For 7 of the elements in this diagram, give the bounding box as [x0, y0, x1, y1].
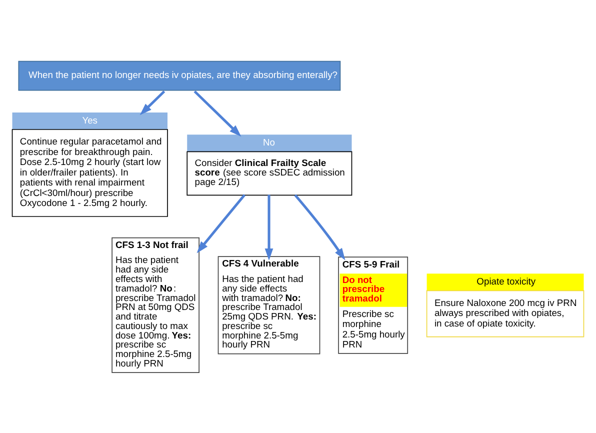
- node-box: CFS 4 Vulnerable Has the patient had any side effects with tramadol? No: prescribe Tramadol 25mg QDS PRN. Yes: prescribe sc morphine 2.5-5mg hourly PRN: [218, 256, 320, 354]
- arrow: [196, 194, 246, 254]
- arrow: [194, 90, 242, 137]
- arrow: [294, 194, 346, 260]
- node-box: CFS 1-3 Not frail Has the patient had any side effects with tramadol? No: prescribe Tramadol PRN at 50mg QDS and titrate cautiously to max dose 100mg. Yes: prescribe sc morphine 2.5-5mg hourly PRN: [112, 237, 200, 374]
- arrow: [140, 90, 166, 116]
- arrow: [264, 194, 274, 260]
